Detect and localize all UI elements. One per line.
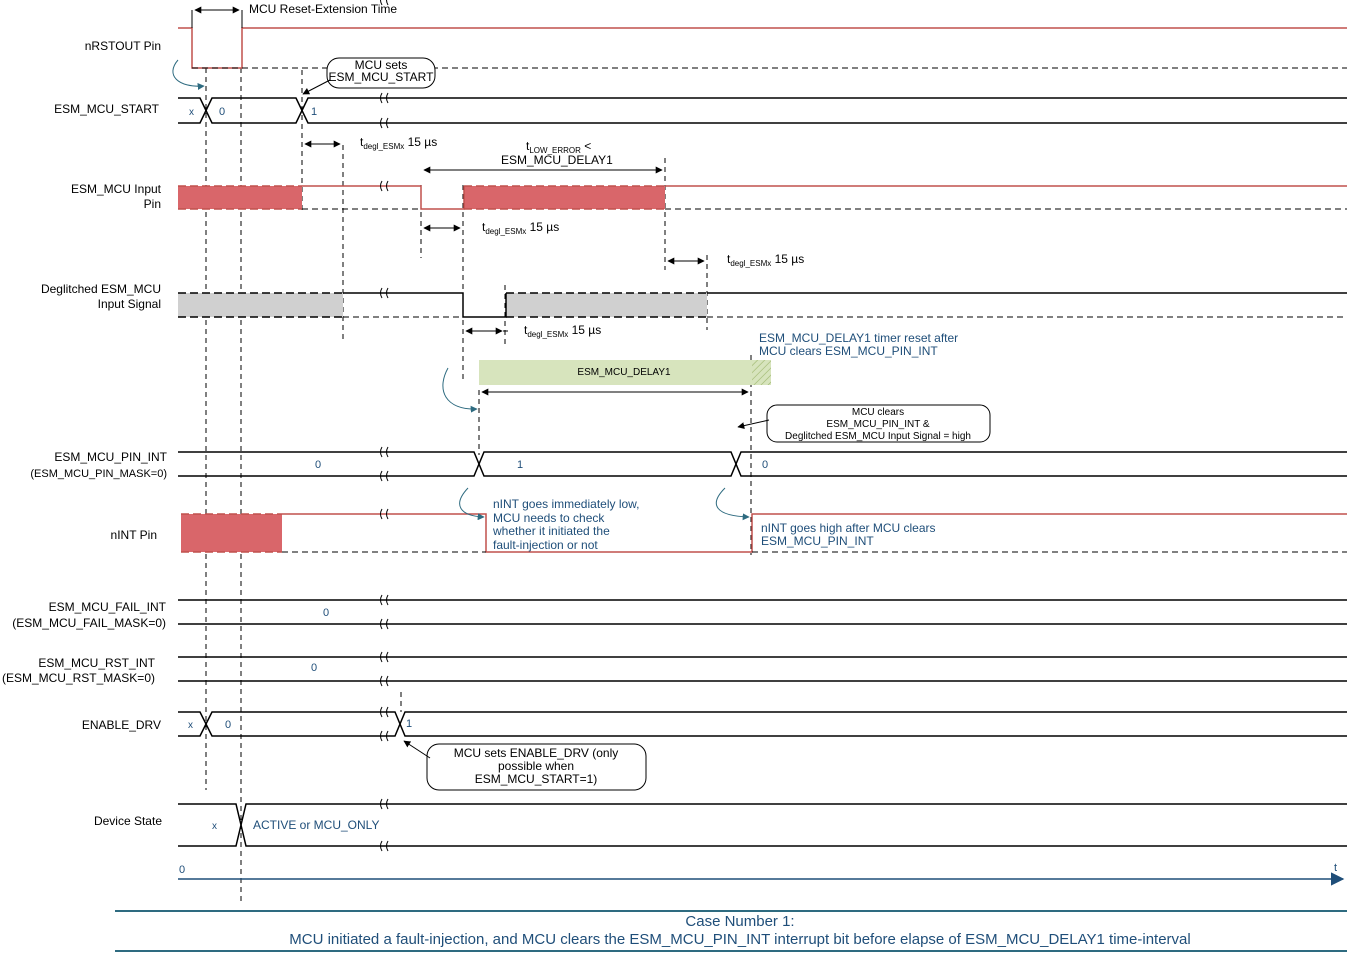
caption-line-1: Case Number 1: — [685, 913, 794, 930]
esm-start-x: x — [189, 107, 194, 118]
label-fail-int: ESM_MCU_FAIL_INT — [49, 600, 167, 614]
label-esm-mcu-input-1: ESM_MCU Input — [71, 182, 162, 196]
esm-start-1: 1 — [311, 106, 317, 118]
callout-mcu-clears-2: ESM_MCU_PIN_INT & — [826, 419, 930, 430]
device-state-x: x — [212, 821, 217, 832]
timer-reset-2: MCU clears ESM_MCU_PIN_INT — [759, 344, 938, 358]
label-esm-mcu-input-2: Pin — [144, 197, 161, 211]
label-nint: nINT Pin — [111, 528, 157, 542]
label-enable-drv: ENABLE_DRV — [82, 718, 161, 732]
callout-enable-drv — [426, 743, 647, 791]
nint-high-arrow — [715, 487, 750, 521]
nint-high-2: ESM_MCU_PIN_INT — [761, 534, 874, 548]
callout-enable-3: ESM_MCU_START=1) — [475, 772, 598, 786]
nint-low-3: whether it initiated the — [492, 524, 610, 538]
degl-label-4: tdegl_ESMx 15 µs — [524, 323, 601, 339]
esm-mcu-input-waveform — [178, 185, 1347, 210]
delay1-bar — [479, 360, 752, 385]
callout-mcu-sets-start-1: MCU sets — [355, 58, 408, 72]
callout-mcu-clears-1: MCU clears — [852, 407, 904, 418]
deglitched-waveform — [178, 292, 1347, 318]
label-fail-int-mask: (ESM_MCU_FAIL_MASK=0) — [12, 616, 166, 630]
pin-int-0: 0 — [315, 459, 321, 471]
callout-mcu-clears-3: Deglitched ESM_MCU Input Signal = high — [785, 431, 971, 442]
callout-mcu-sets-start — [326, 57, 436, 89]
rst-int-0: 0 — [311, 662, 317, 674]
label-pin-int-mask: (ESM_MCU_PIN_MASK=0) — [30, 468, 167, 480]
enable-0: 0 — [225, 719, 231, 731]
low-error-label: tLOW_ERROR < — [526, 139, 591, 155]
device-state-waveform — [178, 803, 1347, 847]
time-axis-t: t — [1334, 862, 1337, 874]
label-device-state: Device State — [94, 814, 162, 828]
nint-high-1: nINT goes high after MCU clears — [761, 521, 936, 535]
degl-label-3: tdegl_ESMx 15 µs — [727, 252, 804, 268]
low-error-label-2: ESM_MCU_DELAY1 — [501, 153, 613, 167]
timer-reset-1: ESM_MCU_DELAY1 timer reset after — [759, 331, 958, 345]
nint-low-1: nINT goes immediately low, — [493, 497, 640, 511]
nint-low-arrow — [459, 487, 485, 521]
label-rst-int: ESM_MCU_RST_INT — [38, 656, 155, 670]
device-state-active: ACTIVE or MCU_ONLY — [253, 818, 379, 832]
callout-mcu-clears — [766, 404, 991, 443]
label-pin-int: ESM_MCU_PIN_INT — [54, 450, 167, 464]
nint-low-4: fault-injection or not — [493, 538, 598, 552]
time-break-marks — [380, 0, 389, 852]
label-esm-mcu-start: ESM_MCU_START — [54, 102, 160, 116]
delay1-start-arrow — [442, 367, 478, 413]
rst-int-waveform — [178, 656, 1347, 682]
pin-int-waveform — [178, 451, 1347, 477]
caption-line-2: MCU initiated a fault-injection, and MCU… — [289, 931, 1190, 948]
fail-int-0: 0 — [323, 607, 329, 619]
pin-int-0-after: 0 — [762, 459, 768, 471]
callout-enable-2: possible when — [498, 759, 574, 773]
label-rst-int-mask: (ESM_MCU_RST_MASK=0) — [2, 671, 155, 685]
nint-waveform — [181, 513, 1347, 553]
delay1-bar-label: ESM_MCU_DELAY1 — [577, 367, 671, 378]
degl-label-2: tdegl_ESMx 15 µs — [482, 220, 559, 236]
pin-int-1: 1 — [517, 459, 523, 471]
delay1-bar-hatch — [752, 360, 771, 385]
reset-extension-label: MCU Reset-Extension Time — [249, 2, 397, 16]
nint-low-2: MCU needs to check — [493, 511, 605, 525]
fail-int-waveform — [178, 599, 1347, 625]
enable-drv-waveform — [178, 711, 1347, 737]
enable-1: 1 — [406, 718, 412, 730]
label-nrstout: nRSTOUT Pin — [85, 39, 161, 53]
degl-label-1: tdegl_ESMx 15 µs — [360, 135, 437, 151]
esm-start-0: 0 — [219, 106, 225, 118]
label-deglitched-2: Input Signal — [98, 297, 161, 311]
esm-mcu-start-waveform — [178, 97, 1347, 124]
time-axis-origin: 0 — [179, 864, 185, 876]
callout-enable-1: MCU sets ENABLE_DRV (only — [454, 746, 619, 760]
enable-x: x — [188, 720, 193, 731]
callout-mcu-sets-start-2: ESM_MCU_START — [329, 70, 435, 84]
label-deglitched-1: Deglitched ESM_MCU — [41, 282, 161, 296]
